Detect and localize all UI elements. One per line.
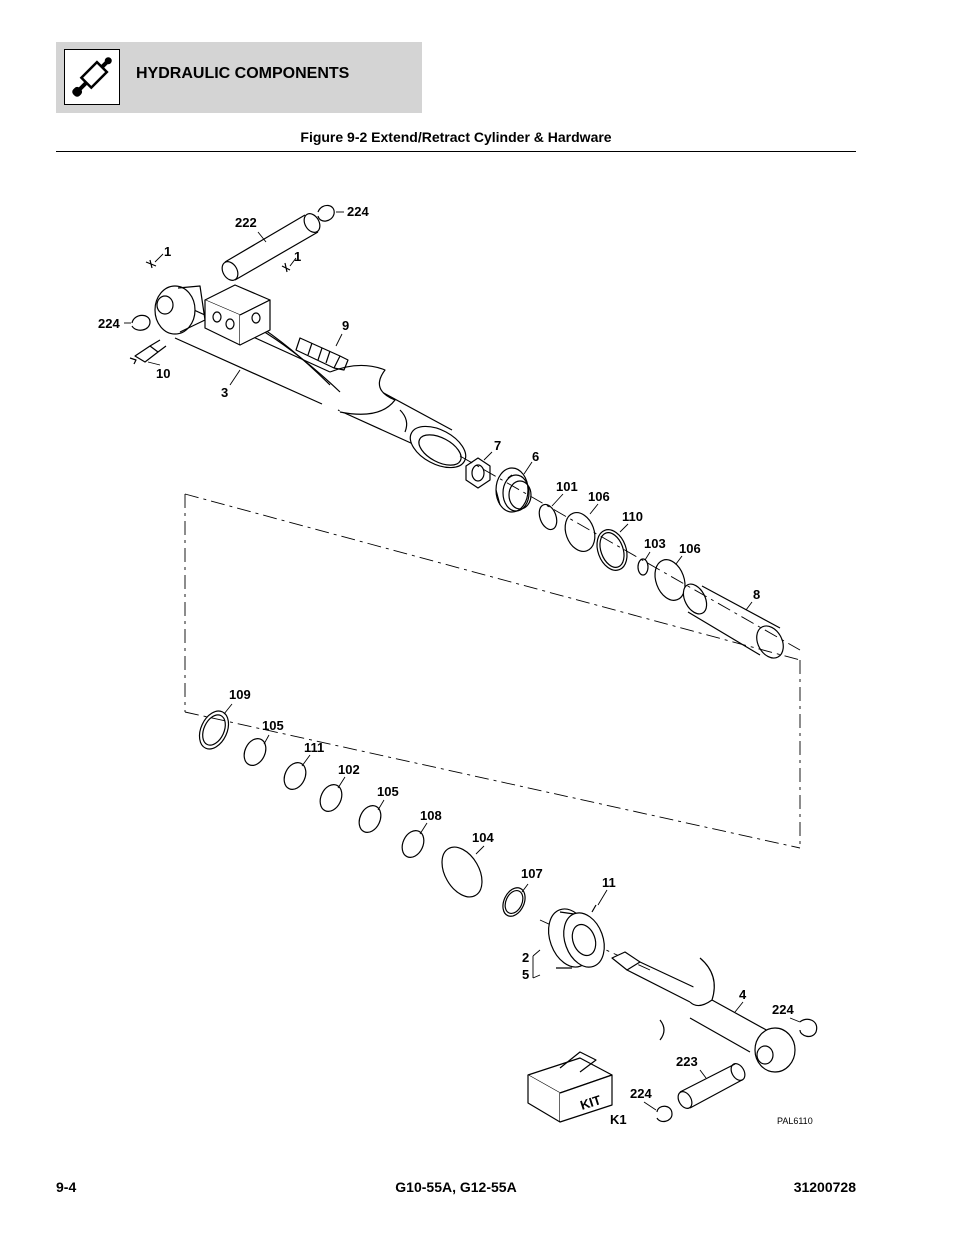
valve-10: [129, 339, 167, 365]
callout-108: 108: [420, 808, 442, 823]
o-ring-101: [538, 503, 558, 531]
kit-box-label: KIT: [578, 1092, 603, 1113]
callout-224-top: 224: [347, 204, 369, 219]
callout-11: 11: [602, 875, 616, 890]
o-ring-104: [441, 846, 483, 898]
retaining-ring-224c: [799, 1018, 818, 1038]
drawing-code: PAL6110: [777, 1116, 813, 1126]
figure-title: Figure 9-2 Extend/Retract Cylinder & Har…: [300, 129, 612, 145]
callout-K1: K1: [610, 1112, 627, 1127]
callout-1-left: 1: [164, 244, 171, 259]
cylinder-barrel: [154, 285, 467, 469]
pin-223: [677, 1063, 746, 1109]
callout-222: 222: [235, 215, 257, 230]
o-ring-111: [283, 762, 307, 790]
page-number: 9-4: [56, 1179, 77, 1195]
wear-ring-105b: [358, 805, 382, 833]
o-ring-103: [637, 558, 649, 576]
callout-5: 5: [522, 967, 529, 982]
retaining-ring-224d: [656, 1105, 673, 1123]
callout-224-left: 224: [98, 316, 120, 331]
callout-1-right: 1: [294, 249, 301, 264]
document-number: 31200728: [793, 1179, 856, 1195]
grease-fitting-1a: [145, 259, 157, 269]
callout-224-right: 224: [772, 1002, 794, 1017]
section-title: HYDRAULIC COMPONENTS: [136, 65, 350, 82]
port-block: [204, 284, 271, 346]
valve-9: [295, 337, 349, 371]
seal-108: [401, 830, 425, 858]
callout-2: 2: [522, 950, 529, 965]
callout-109: 109: [229, 687, 251, 702]
hydraulic-cylinder-icon: [64, 49, 120, 105]
backup-ring-106b: [654, 559, 686, 601]
callout-105-upper: 105: [262, 718, 284, 733]
callout-7: 7: [494, 438, 501, 453]
callout-10: 10: [156, 366, 170, 381]
section-header: HYDRAULIC COMPONENTS: [56, 42, 422, 113]
callout-106-lower: 106: [679, 541, 701, 556]
seal-kit-box: [527, 1051, 613, 1123]
wear-ring-105a: [243, 738, 267, 766]
callout-111: 111: [304, 740, 324, 755]
callout-3: 3: [221, 385, 228, 400]
leader-lines: [124, 211, 801, 1111]
header-rule: [56, 151, 856, 152]
callout-102: 102: [338, 762, 360, 777]
grease-fitting-1b: [281, 262, 291, 273]
assembly-lines: [184, 455, 801, 971]
callout-104: 104: [472, 830, 494, 845]
callout-6: 6: [532, 449, 539, 464]
callout-105-lower: 105: [377, 784, 399, 799]
backup-ring-107: [502, 887, 526, 917]
callout-101: 101: [556, 479, 578, 494]
retaining-ring-224a: [317, 204, 335, 222]
o-ring-102: [319, 784, 343, 812]
set-screw-11: [591, 904, 597, 913]
callout-4: 4: [739, 987, 747, 1002]
seal-110: [596, 529, 628, 571]
pin-222: [221, 213, 321, 281]
spacer-8: [682, 583, 784, 659]
backup-ring-106a: [564, 512, 596, 552]
callout-8: 8: [753, 587, 760, 602]
callout-107: 107: [521, 866, 543, 881]
retaining-ring-224b: [131, 314, 151, 331]
callout-103: 103: [644, 536, 666, 551]
piston-rod-4: [611, 951, 796, 1073]
wiper-109: [198, 710, 230, 750]
callout-110: 110: [622, 509, 643, 524]
cylinder-head-2: [547, 908, 605, 969]
callout-106-upper: 106: [588, 489, 610, 504]
callout-9: 9: [342, 318, 349, 333]
lock-nut-7: [465, 457, 491, 489]
callout-223: 223: [676, 1054, 698, 1069]
model-numbers: G10-55A, G12-55A: [395, 1179, 517, 1195]
piston-6: [495, 467, 532, 513]
callout-224-bottom: 224: [630, 1086, 652, 1101]
